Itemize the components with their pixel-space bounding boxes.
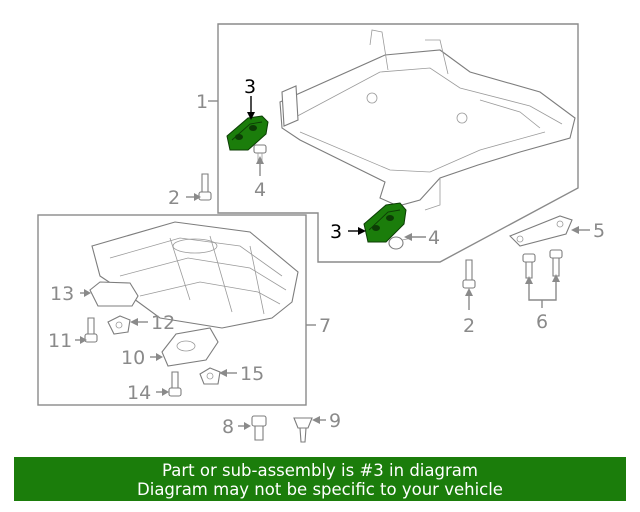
bracket-10 [161,327,219,367]
banner-line-2: Diagram may not be specific to your vehi… [137,480,503,499]
bolt-6-left [522,253,536,279]
bolt-4-lower [388,236,413,250]
brace-plate-5 [509,215,573,247]
undercover-group-frame [37,214,307,406]
bolt-14 [168,371,182,397]
callout-9: 9 [329,410,341,432]
callout-12: 12 [151,312,175,334]
bolt-11 [84,317,98,343]
clip-nut-12 [107,315,131,335]
callout-1: 1 [196,91,208,113]
callout-15: 15 [240,363,264,385]
mount-bracket-lower [363,202,407,243]
callout-14: 14 [127,382,151,404]
callout-8: 8 [222,416,234,438]
bolt-8 [251,415,267,441]
bolt-6-right [549,249,563,277]
callout-7: 7 [319,315,331,337]
callout-6: 6 [536,311,548,333]
callout-13: 13 [50,283,74,305]
callout-3-lower: 3 [330,221,342,243]
callout-5: 5 [593,220,605,242]
clip-nut-15 [199,367,221,385]
bolt-2-left [198,173,212,201]
cover-plate-13 [89,281,139,307]
push-clip-9 [293,417,313,443]
subframe-crossmember [279,29,576,211]
callout-4-upper: 4 [254,179,266,201]
part-info-banner: Part or sub-assembly is #3 in diagram Di… [14,457,626,501]
leader-lines [75,96,590,430]
callout-11: 11 [48,330,72,352]
callout-10: 10 [121,347,145,369]
subframe-group-frame [217,23,579,263]
callout-3-upper: 3 [244,76,256,98]
bolt-2-right [462,259,476,289]
callout-2-left: 2 [168,187,180,209]
banner-line-1: Part or sub-assembly is #3 in diagram [162,461,478,480]
callout-4-lower: 4 [428,227,440,249]
callout-2-right: 2 [463,315,475,337]
engine-undercover [91,221,299,329]
